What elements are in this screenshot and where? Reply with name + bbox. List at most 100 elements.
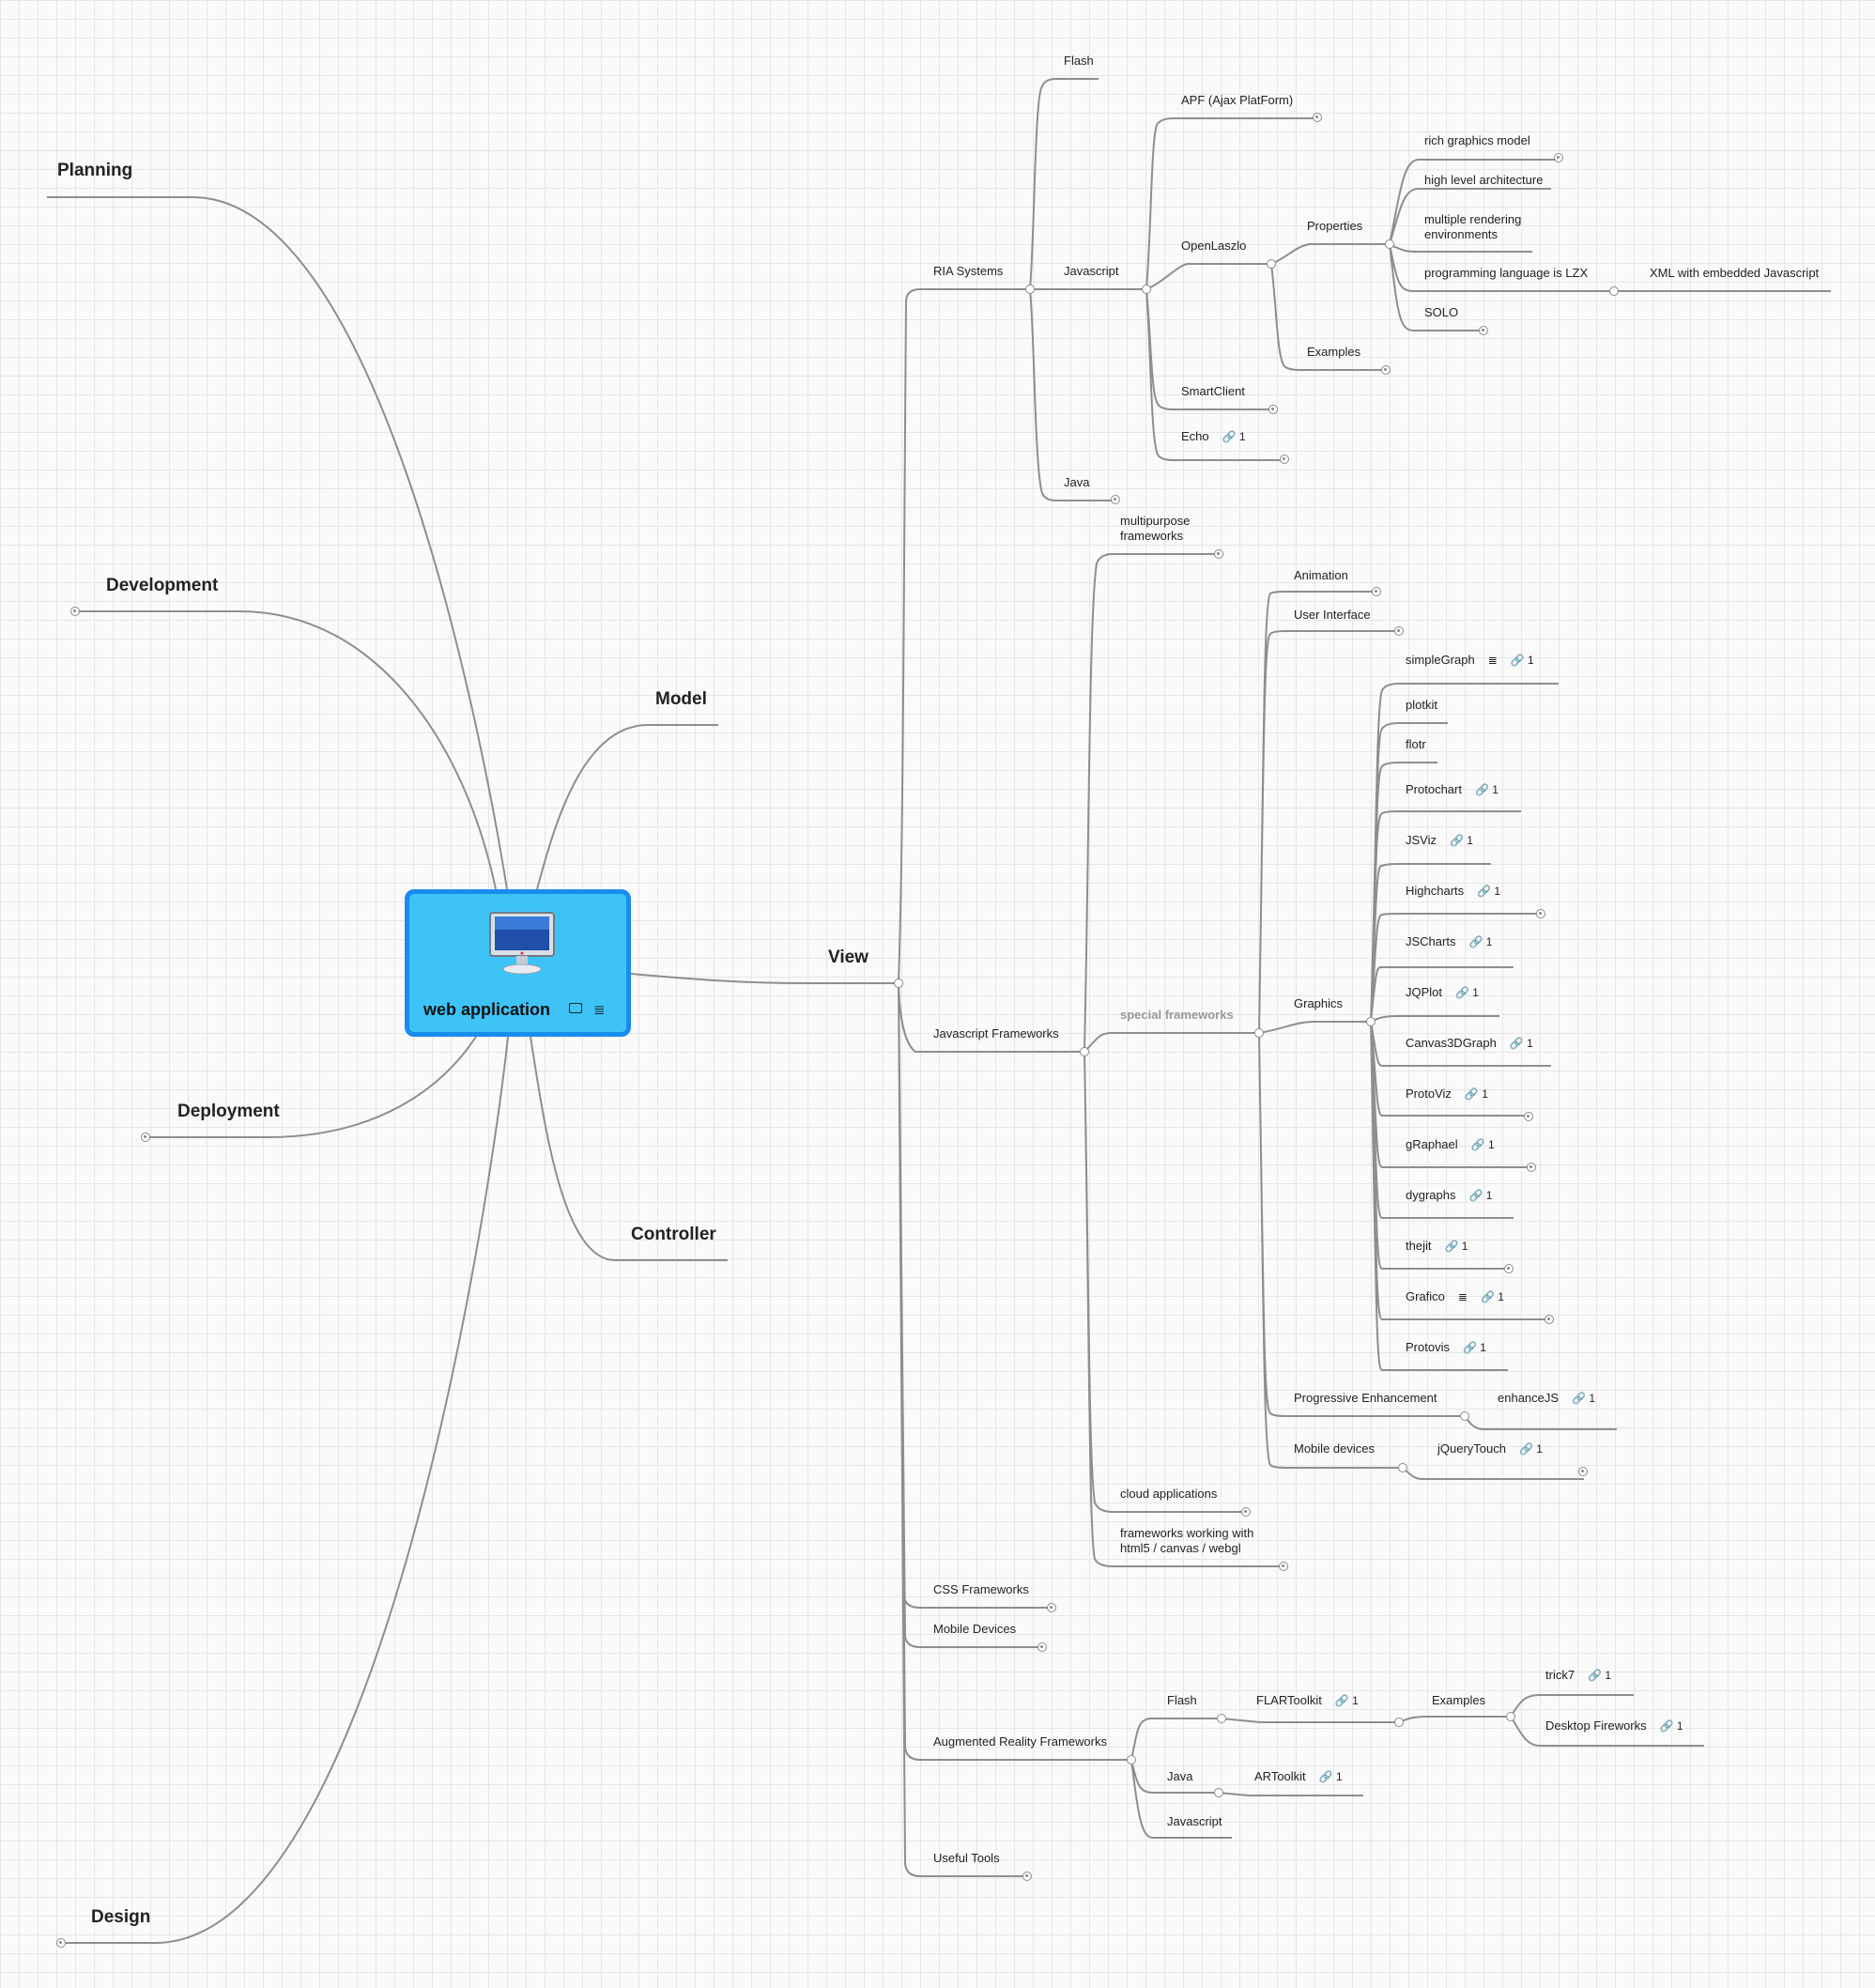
thejit-expander[interactable] (1504, 1264, 1514, 1273)
node-animation[interactable]: Animation (1294, 568, 1348, 582)
note-icon[interactable]: ≣ (1487, 654, 1498, 667)
link-icon[interactable]: 🔗 1 (1464, 1087, 1488, 1101)
node-desktop-fireworks[interactable]: Desktop Fireworks🔗 1 (1545, 1718, 1683, 1734)
topic-deployment[interactable]: Deployment (177, 1102, 280, 1121)
link-icon[interactable]: 🔗 1 (1450, 834, 1473, 847)
node-smartclient[interactable]: SmartClient (1181, 384, 1245, 398)
graphics-item[interactable]: JSCharts🔗 1 (1406, 934, 1492, 949)
ar-java-expander[interactable] (1214, 1788, 1223, 1797)
progressive-expander[interactable] (1460, 1411, 1469, 1421)
link-icon[interactable]: 🔗 1 (1477, 885, 1501, 898)
ui-expander[interactable] (1394, 626, 1404, 636)
node-flartoolkit[interactable]: FLARToolkit🔗 1 (1256, 1693, 1359, 1708)
graphics-item[interactable]: dygraphs🔗 1 (1406, 1188, 1492, 1203)
prop-5-expander[interactable] (1479, 326, 1488, 335)
node-prop-3[interactable]: multiple rendering environments (1424, 212, 1522, 241)
view-expander[interactable] (894, 979, 903, 988)
link-icon[interactable]: 🔗 1 (1474, 783, 1498, 796)
node-js-frameworks[interactable]: Javascript Frameworks (933, 1026, 1059, 1040)
link-icon[interactable]: 🔗 1 (1318, 1770, 1343, 1783)
smartclient-expander[interactable] (1268, 405, 1278, 414)
animation-expander[interactable] (1372, 587, 1381, 596)
highcharts-expander[interactable] (1536, 909, 1545, 918)
node-apf[interactable]: APF (Ajax PlatForm) (1181, 93, 1294, 107)
apf-expander[interactable] (1313, 113, 1322, 122)
node-progressive[interactable]: Progressive Enhancement (1294, 1391, 1437, 1405)
node-ar-flash[interactable]: Flash (1167, 1693, 1197, 1707)
node-openlaszlo[interactable]: OpenLaszlo (1181, 239, 1247, 253)
note-icon[interactable]: ≣ (1457, 1290, 1468, 1303)
node-trick7[interactable]: trick7🔗 1 (1545, 1668, 1611, 1683)
mobile-sub-expander[interactable] (1398, 1463, 1407, 1472)
prop-4-expander[interactable] (1609, 286, 1619, 296)
graphics-expander[interactable] (1366, 1017, 1376, 1026)
node-prop-1[interactable]: rich graphics model (1424, 133, 1530, 147)
node-special-frameworks[interactable]: special frameworks (1120, 1008, 1234, 1022)
link-icon[interactable]: 🔗 1 (1480, 1290, 1504, 1303)
grafico-expander[interactable] (1545, 1315, 1554, 1324)
graphics-item[interactable]: flotr (1406, 737, 1426, 752)
link-icon[interactable]: 🔗 1 (1572, 1392, 1596, 1405)
node-css-frameworks[interactable]: CSS Frameworks (933, 1582, 1029, 1596)
image-icon[interactable] (569, 1003, 582, 1013)
link-icon[interactable]: 🔗 1 (1510, 654, 1534, 667)
mobile-expander[interactable] (1037, 1642, 1047, 1652)
node-ar-java[interactable]: Java (1167, 1769, 1193, 1783)
prop-1-expander[interactable] (1554, 153, 1563, 162)
node-ria-flash[interactable]: Flash (1064, 54, 1094, 68)
link-icon[interactable]: 🔗 1 (1468, 935, 1493, 948)
ria-java-expander[interactable] (1111, 495, 1120, 504)
node-mobile-devices[interactable]: Mobile Devices (933, 1622, 1017, 1636)
multipurpose-expander[interactable] (1214, 549, 1223, 559)
node-user-interface[interactable]: User Interface (1294, 608, 1371, 622)
html5-expander[interactable] (1279, 1562, 1288, 1571)
development-expander[interactable] (70, 607, 80, 616)
node-artoolkit[interactable]: ARToolkit🔗 1 (1254, 1769, 1343, 1784)
graphics-item[interactable]: Highcharts🔗 1 (1406, 884, 1500, 899)
jsfw-expander[interactable] (1080, 1047, 1089, 1056)
link-icon[interactable]: 🔗 1 (1659, 1719, 1683, 1733)
node-useful-tools[interactable]: Useful Tools (933, 1851, 1000, 1865)
graphics-item[interactable]: Canvas3DGraph🔗 1 (1406, 1036, 1533, 1051)
link-icon[interactable]: 🔗 1 (1509, 1037, 1533, 1050)
node-lzx-child[interactable]: XML with embedded Javascript (1650, 266, 1820, 280)
node-ar-javascript[interactable]: Javascript (1167, 1814, 1222, 1828)
ar-examples-expander[interactable] (1506, 1712, 1515, 1721)
node-enhancejs[interactable]: enhanceJS🔗 1 (1498, 1391, 1595, 1406)
ar-flash-expander[interactable] (1217, 1714, 1226, 1723)
link-icon[interactable]: 🔗 1 (1455, 986, 1479, 999)
echo-expander[interactable] (1280, 455, 1289, 464)
topic-controller[interactable]: Controller (631, 1225, 716, 1244)
node-multipurpose[interactable]: multipurpose frameworks (1120, 514, 1191, 543)
graphics-item[interactable]: simpleGraph≣🔗 1 (1406, 653, 1534, 668)
topic-view[interactable]: View (828, 948, 868, 967)
graphics-item[interactable]: gRaphael🔗 1 (1406, 1137, 1495, 1152)
node-jquerytouch[interactable]: jQueryTouch🔗 1 (1437, 1441, 1543, 1456)
graphics-item[interactable]: Protovis🔗 1 (1406, 1340, 1486, 1355)
node-echo[interactable]: Echo🔗 1 (1181, 429, 1246, 444)
graphics-item[interactable]: thejit🔗 1 (1406, 1239, 1468, 1254)
deployment-expander[interactable] (141, 1133, 150, 1142)
topic-model[interactable]: Model (655, 689, 707, 709)
link-icon[interactable]: 🔗 1 (1468, 1189, 1493, 1202)
topic-design[interactable]: Design (91, 1907, 151, 1927)
graphics-item[interactable]: Grafico≣🔗 1 (1406, 1289, 1504, 1304)
link-icon[interactable]: 🔗 1 (1518, 1442, 1543, 1456)
link-icon[interactable]: 🔗 1 (1444, 1240, 1468, 1253)
node-properties[interactable]: Properties (1307, 219, 1363, 233)
node-ar[interactable]: Augmented Reality Frameworks (933, 1734, 1107, 1749)
special-expander[interactable] (1254, 1028, 1264, 1038)
properties-expander[interactable] (1385, 239, 1394, 249)
note-icon[interactable]: ≣ (593, 1002, 606, 1018)
link-icon[interactable]: 🔗 1 (1470, 1138, 1495, 1151)
node-prop-2[interactable]: high level architecture (1424, 173, 1544, 187)
node-ria-systems[interactable]: RIA Systems (933, 264, 1004, 278)
node-mobile-devices-sub[interactable]: Mobile devices (1294, 1441, 1375, 1456)
protoviz-expander[interactable] (1524, 1112, 1533, 1121)
ria-js-expander[interactable] (1142, 285, 1151, 294)
topic-planning[interactable]: Planning (57, 161, 133, 180)
node-graphics[interactable]: Graphics (1294, 996, 1344, 1010)
link-icon[interactable]: 🔗 1 (1462, 1341, 1486, 1354)
graphics-item[interactable]: JQPlot🔗 1 (1406, 985, 1479, 1000)
ar-expander[interactable] (1127, 1755, 1136, 1765)
